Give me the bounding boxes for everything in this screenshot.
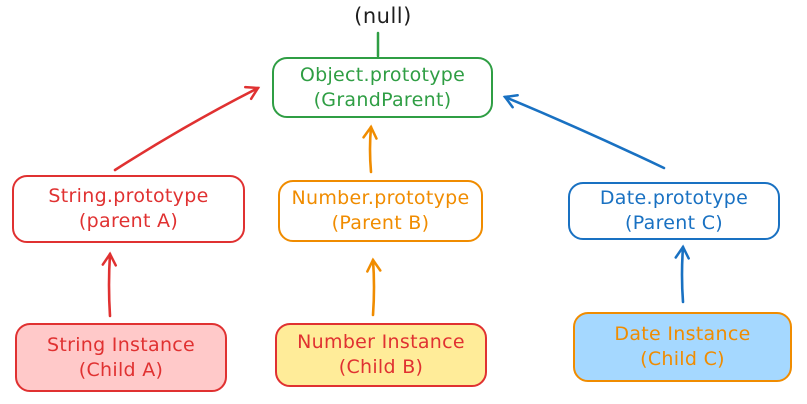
edge-numberinstance-to-numberproto — [366, 257, 382, 317]
node-title: String Instance — [46, 333, 196, 356]
node-title: Object.prototype — [299, 63, 466, 86]
node-subtitle: (Parent B) — [331, 212, 430, 234]
node-subtitle: (Parent C) — [625, 212, 723, 234]
node-subtitle: (GrandParent) — [313, 88, 452, 111]
node-date-instance: Date Instance (Child C) — [573, 312, 792, 382]
node-subtitle: (parent A) — [78, 210, 179, 232]
node-title: Number.prototype — [291, 187, 470, 210]
node-string-prototype: String.prototype (parent A) — [12, 175, 245, 243]
node-number-prototype: Number.prototype (Parent B) — [278, 180, 483, 242]
node-string-instance: String Instance (Child A) — [15, 323, 227, 392]
edge-stringproto-to-grandparent — [113, 85, 261, 172]
node-subtitle: (Child B) — [338, 356, 424, 378]
edge-numberproto-to-grandparent — [362, 124, 378, 174]
node-object-prototype: Object.prototype (GrandParent) — [272, 57, 493, 118]
null-label: (null) — [354, 4, 412, 28]
node-subtitle: (Child A) — [78, 358, 164, 381]
edge-dateproto-to-grandparent — [502, 93, 666, 170]
node-title: String.prototype — [48, 185, 209, 208]
edge-dateinstance-to-dateproto — [674, 244, 690, 304]
node-number-instance: Number Instance (Child B) — [275, 323, 487, 387]
node-subtitle: (Child C) — [640, 348, 725, 370]
node-title: Number Instance — [297, 331, 465, 354]
node-date-prototype: Date.prototype (Parent C) — [568, 182, 780, 240]
node-title: Date Instance — [614, 323, 751, 346]
node-title: Date.prototype — [599, 187, 749, 210]
edge-stringinstance-to-stringproto — [101, 251, 118, 318]
